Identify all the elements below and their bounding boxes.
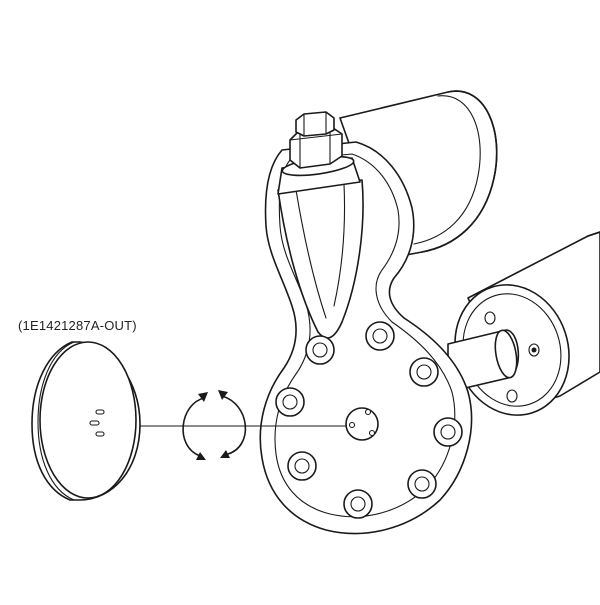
lower-cylinder — [447, 231, 600, 416]
rotate-arrows-icon — [182, 390, 247, 460]
bolt-boss — [409, 357, 439, 387]
bolt-boss — [287, 451, 317, 481]
shaft-end — [345, 407, 379, 441]
bolt-boss — [433, 417, 463, 447]
hex-nut — [289, 111, 343, 169]
bolt-boss — [305, 335, 335, 365]
bolt-bosses — [275, 321, 463, 519]
cover-cap — [31, 341, 141, 501]
part-number-label: (1E1421287A-OUT) — [18, 318, 137, 333]
bolt-boss — [275, 387, 305, 417]
bolt-boss — [343, 489, 373, 519]
bolt-boss — [365, 321, 395, 351]
bolt-boss — [407, 469, 437, 499]
